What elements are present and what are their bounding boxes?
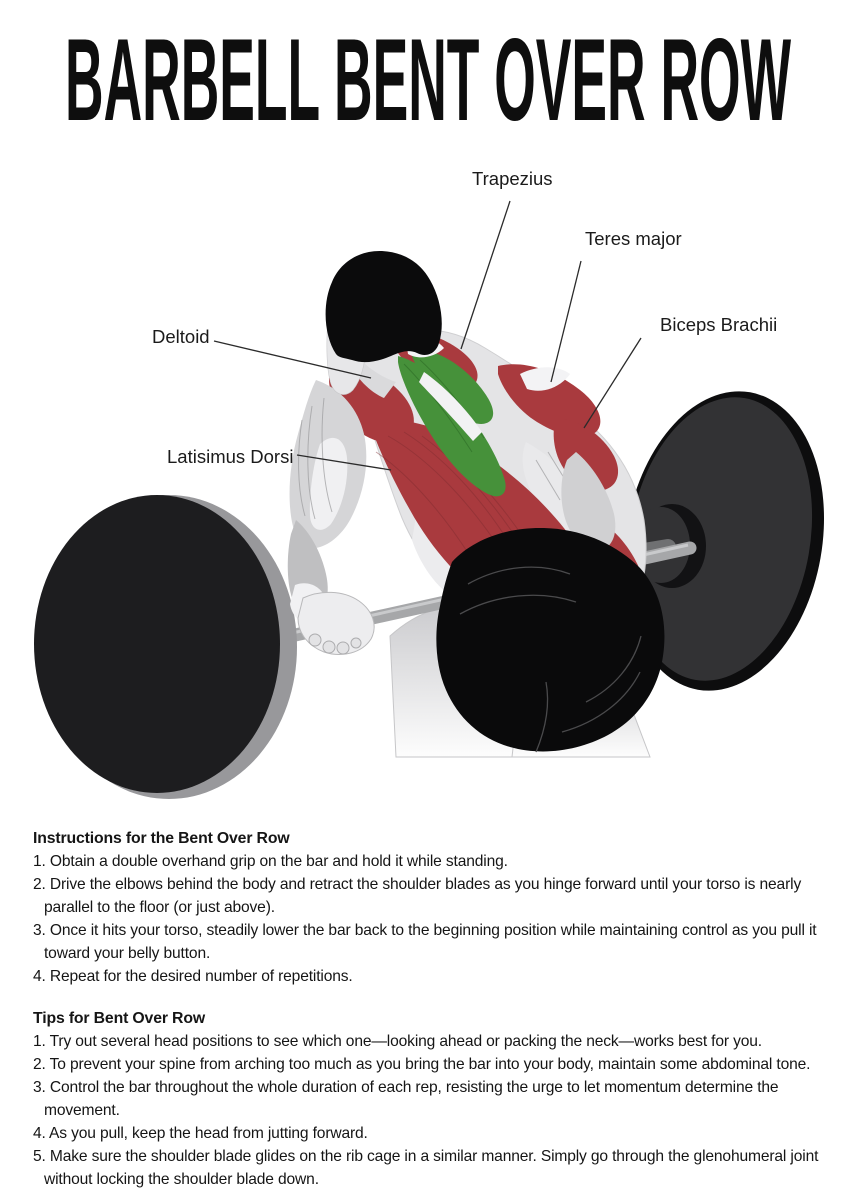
hand — [297, 591, 375, 655]
right-forearm — [561, 452, 616, 552]
arm-striations — [298, 397, 333, 520]
instruction-item: 3. Once it hits your torso, steadily low… — [33, 922, 817, 962]
weight-plate-right — [623, 391, 825, 691]
page-title: BARBELL BENT OVER ROW — [65, 14, 791, 145]
tips-heading: Tips for Bent Over Row — [33, 1010, 205, 1027]
label-deltoid: Deltoid — [152, 326, 210, 347]
label-trapezius: Trapezius — [472, 168, 553, 189]
instruction-item: 4. Repeat for the desired number of repe… — [33, 968, 353, 985]
leader-lines — [213, 200, 642, 471]
instruction-item: 1. Obtain a double overhand grip on the … — [33, 853, 508, 870]
instruction-item: 2. Drive the elbows behind the body and … — [33, 876, 802, 916]
text-sections: Instructions for the Bent Over Row 1. Ob… — [33, 827, 851, 1191]
muscle-label-group: Trapezius Teres major Biceps Brachii Del… — [152, 168, 777, 467]
shorts-highlights — [459, 566, 642, 753]
instructions-heading: Instructions for the Bent Over Row — [33, 830, 290, 847]
tip-item: 3. Control the bar throughout the whole … — [33, 1079, 779, 1119]
teres-major-leader-line — [550, 260, 582, 383]
biceps-brachii-leader-line — [583, 337, 642, 429]
left-arm — [287, 380, 375, 655]
label-teres-major: Teres major — [585, 228, 682, 249]
label-biceps-brachii: Biceps Brachii — [660, 314, 777, 335]
athlete-figure — [287, 250, 665, 753]
tip-item: 5. Make sure the shoulder blade glides o… — [33, 1148, 819, 1188]
exercise-illustration: Trapezius Teres major Biceps Brachii Del… — [34, 168, 825, 799]
teres-major-muscle — [498, 364, 601, 437]
deltoid-leader-line — [213, 340, 372, 379]
tip-item: 2. To prevent your spine from arching to… — [33, 1056, 811, 1073]
latisimus-dorsi-leader-line — [296, 454, 392, 471]
label-latisimus-dorsi: Latisimus Dorsi — [167, 446, 293, 467]
hair — [325, 250, 442, 363]
tip-item: 1. Try out several head positions to see… — [33, 1033, 762, 1050]
weight-plate-left — [34, 495, 297, 799]
fingers — [308, 633, 362, 655]
tip-item: 4. As you pull, keep the head from jutti… — [33, 1125, 368, 1142]
triceps-highlight — [309, 437, 348, 530]
title-banner: BARBELL BENT OVER ROW — [65, 14, 791, 145]
shorts — [436, 527, 665, 753]
trapezius-leader-line — [460, 200, 511, 350]
